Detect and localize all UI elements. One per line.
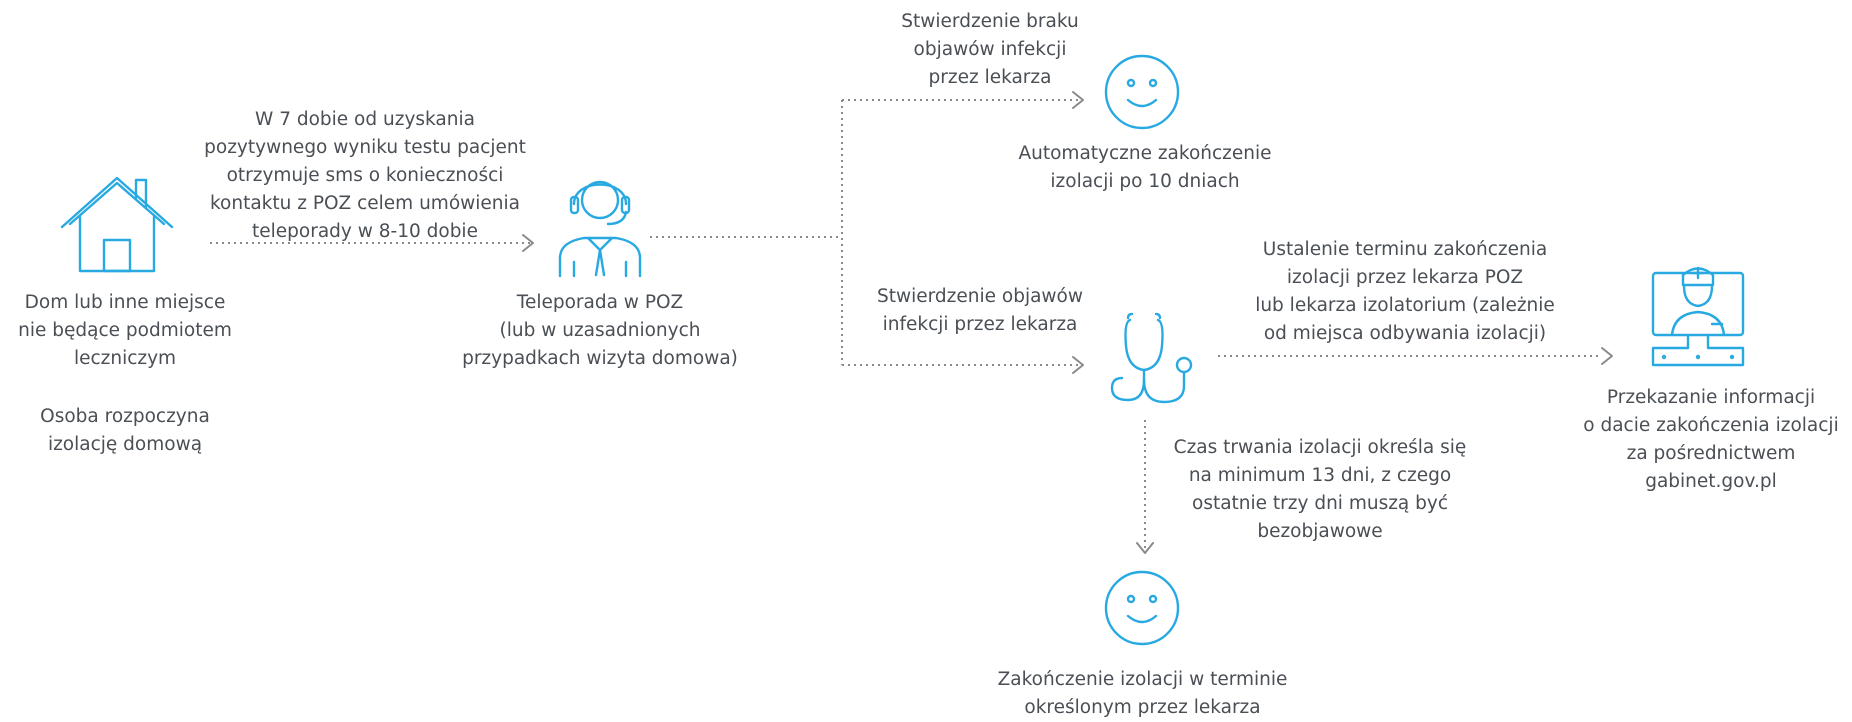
- connector-home-to-teleporada: [210, 234, 534, 252]
- smiley-icon: [1104, 570, 1180, 646]
- end-isolation-label: Zakończenie izolacji w terminie określon…: [997, 669, 1288, 718]
- gabinet-label: Przekazanie informacji o dacie zakończen…: [1583, 387, 1839, 492]
- teleporada-label: Teleporada w POZ (lub w uzasadnionych pr…: [462, 292, 738, 369]
- no-symptoms-condition: Stwierdzenie braku objawów infekcji prze…: [901, 11, 1079, 88]
- smiley-icon: [1104, 54, 1180, 130]
- symptoms-condition: Stwierdzenie objawów infekcji przez leka…: [876, 286, 1083, 335]
- duration-note: Czas trwania izolacji określa się na min…: [1173, 437, 1467, 542]
- house-icon: [60, 176, 174, 273]
- home-label: Dom lub inne miejsce nie będące podmiote…: [18, 292, 232, 369]
- set-date-text: Ustalenie terminu zakończenia izolacji p…: [1255, 239, 1555, 344]
- no-symptoms-result: Automatyczne zakończenie izolacji po 10 …: [1018, 143, 1272, 192]
- stethoscope-icon: [1110, 312, 1193, 404]
- connector-teleporada-to-branch: [650, 91, 1084, 374]
- headset-operator-icon: [558, 180, 642, 278]
- doctor-monitor-icon: [1651, 266, 1745, 367]
- connector-stethoscope-to-gabinet: [1218, 347, 1613, 365]
- connector-stethoscope-to-end: [1136, 420, 1154, 554]
- home-note: Osoba rozpoczyna izolację domową: [40, 406, 210, 455]
- sms-step-text: W 7 dobie od uzyskania pozytywnego wynik…: [204, 109, 526, 242]
